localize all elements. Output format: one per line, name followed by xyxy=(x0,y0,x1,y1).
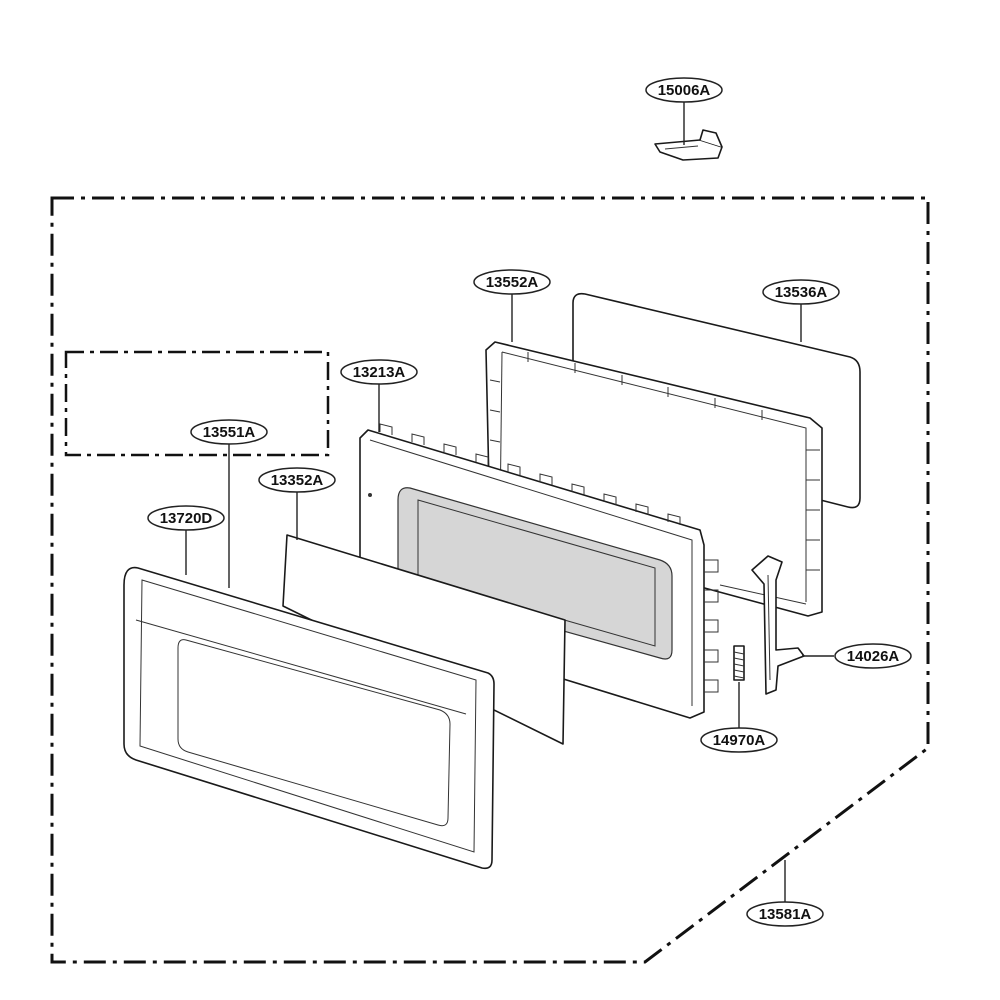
callout-13552a: 13552A xyxy=(473,269,551,295)
callout-text-13551a: 13551A xyxy=(203,424,256,441)
callout-text-13581a: 13581A xyxy=(759,906,812,923)
subassembly-boundary xyxy=(64,350,330,457)
callout-15006a: 15006A xyxy=(645,77,723,103)
part-13720d-door-front xyxy=(123,566,495,870)
part-14026a-latch xyxy=(751,555,805,695)
callout-13213a: 13213A xyxy=(340,359,418,385)
assembly-boundary xyxy=(50,196,930,964)
part-14970a-spring xyxy=(733,645,745,681)
callout-text-13352a: 13352A xyxy=(271,472,324,489)
callout-13581a: 13581A xyxy=(746,901,824,927)
callout-text-13720d: 13720D xyxy=(160,510,213,527)
callout-text-13552a: 13552A xyxy=(486,274,539,291)
callout-13536a: 13536A xyxy=(762,279,840,305)
callout-14026a: 14026A xyxy=(834,643,912,669)
callout-text-14026a: 14026A xyxy=(847,648,900,665)
callout-text-15006a: 15006A xyxy=(658,82,711,99)
callout-text-13536a: 13536A xyxy=(775,284,828,301)
callout-13720d: 13720D xyxy=(147,505,225,531)
callout-14970a: 14970A xyxy=(700,727,778,753)
callout-13551a: 13551A xyxy=(190,419,268,445)
callout-13352a: 13352A xyxy=(258,467,336,493)
part-13213a-door-frame xyxy=(359,423,719,719)
callout-text-14970a: 14970A xyxy=(713,732,766,749)
callout-text-13213a: 13213A xyxy=(353,364,406,381)
part-15006a-clip xyxy=(654,129,723,161)
